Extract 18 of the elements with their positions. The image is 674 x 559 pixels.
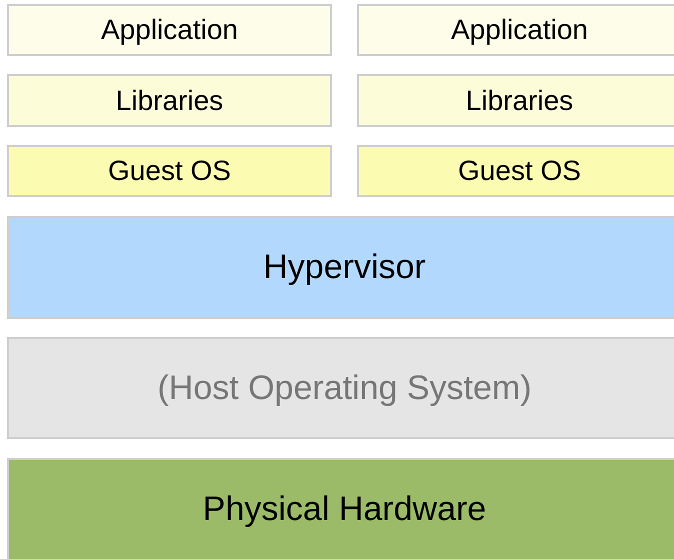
layer-label: Libraries [116, 84, 224, 116]
layer-label: Application [451, 14, 588, 46]
layer-bar [7, 458, 674, 559]
layer-label: Hypervisor [263, 248, 426, 287]
layer-label: (Host Operating System) [157, 368, 532, 408]
layer-bar [7, 216, 674, 319]
layer-label: Guest OS [108, 155, 231, 187]
layer-label: Guest OS [458, 155, 581, 187]
layer-label: Application [101, 14, 238, 46]
layer-box [357, 74, 674, 127]
layer-label: Physical Hardware [202, 490, 486, 529]
layer-box [357, 4, 674, 56]
layer-box [7, 74, 332, 127]
layer-box [7, 4, 332, 56]
layer-bar [7, 337, 674, 439]
layer-label: Libraries [466, 84, 574, 116]
layer-box [357, 145, 674, 197]
layer-box [7, 145, 332, 197]
